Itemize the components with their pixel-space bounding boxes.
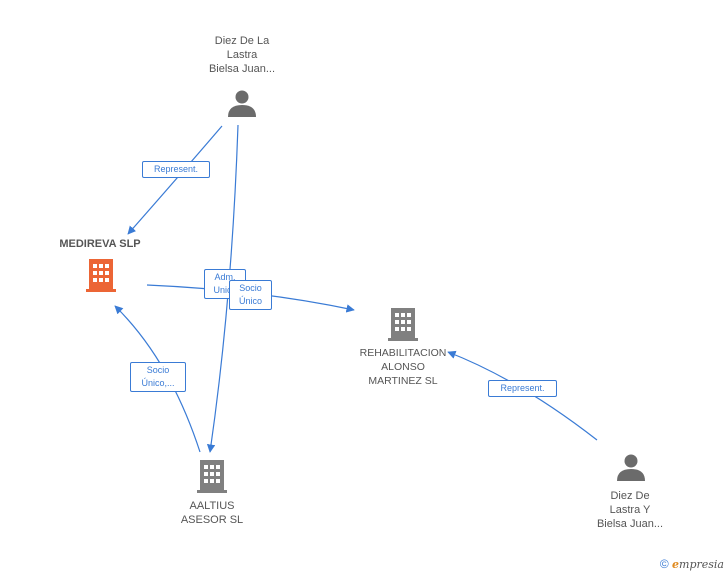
edge-label-text: Unico (213, 285, 237, 295)
label-line: MEDIREVA SLP (59, 238, 141, 250)
edge-label-text: Socio (239, 283, 262, 293)
edge-label-text: Único,... (141, 378, 175, 388)
copyright-icon: © (659, 557, 669, 571)
label-line: Diez De (610, 490, 650, 502)
label-line: REHABILITACION (359, 347, 447, 359)
label-line: Bielsa Juan... (208, 63, 276, 75)
edge-label-text: Represent. (153, 164, 199, 174)
label-line: Diez De La (214, 35, 270, 47)
edge-label-text: Represent. (500, 383, 545, 393)
footer-brand: © empresia (660, 557, 724, 571)
building-icon (388, 308, 418, 341)
edge-label-represent-right[interactable]: Represent. (488, 380, 557, 397)
label-line: ALONSO (381, 361, 425, 373)
edge-label-socio-unico-left[interactable]: Socio Único,... (130, 362, 186, 392)
edge-represent-top (127, 125, 223, 235)
node-label-rehabilitacion[interactable]: REHABILITACION ALONSO MARTINEZ SL (348, 346, 458, 388)
edge-label-text: Socio (146, 365, 170, 375)
node-label-person-top[interactable]: Diez De La Lastra Bielsa Juan... (192, 34, 292, 76)
label-line: Lastra Y (609, 504, 651, 516)
brand-name: mpresia (679, 558, 724, 571)
building-icon (197, 460, 227, 493)
label-line: Bielsa Juan... (596, 518, 664, 530)
edge-label-text: Único (238, 296, 262, 306)
person-icon (617, 454, 645, 481)
edge-label-socio-unico-mid[interactable]: Socio Único (229, 280, 272, 310)
edge-label-text: Adm. (214, 272, 236, 282)
label-line: AALTIUS (189, 500, 235, 512)
label-line: MARTINEZ SL (368, 375, 438, 387)
node-label-aaltius[interactable]: AALTIUS ASESOR SL (162, 499, 262, 527)
building-icon (86, 259, 116, 292)
edge-label-represent-top[interactable]: Represent. (142, 161, 210, 178)
label-line: ASESOR SL (180, 514, 244, 526)
label-line: Lastra (226, 49, 258, 61)
brand-initial: e (672, 558, 680, 571)
node-label-medireva[interactable]: MEDIREVA SLP (40, 237, 160, 251)
node-label-person-right[interactable]: Diez De Lastra Y Bielsa Juan... (580, 489, 680, 531)
person-icon (228, 90, 256, 117)
brand-logo: empresia (672, 558, 724, 571)
